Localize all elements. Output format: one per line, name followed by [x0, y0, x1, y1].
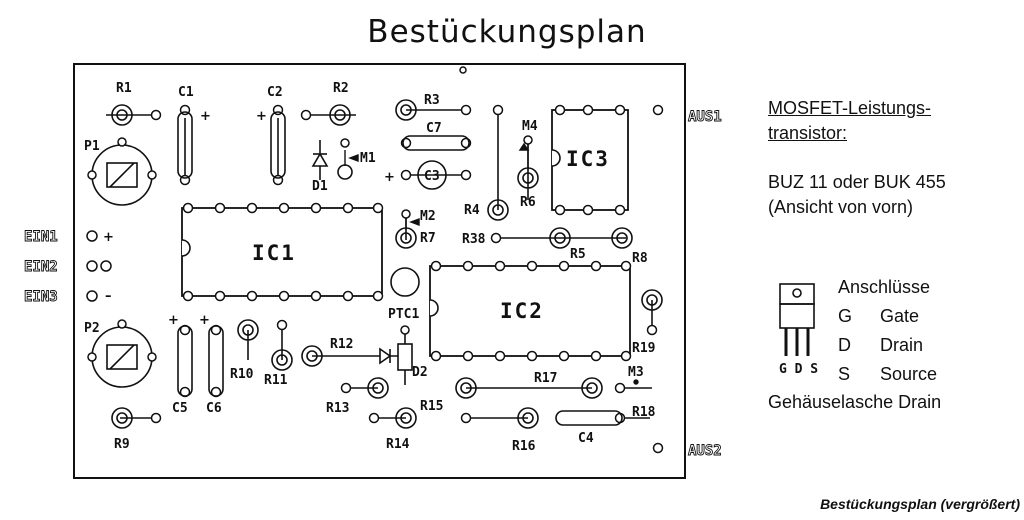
- label-m2: M2: [420, 209, 436, 224]
- label-c4: C4: [578, 431, 594, 446]
- svg-text:+: +: [168, 313, 179, 328]
- label-r11: R11: [264, 373, 288, 388]
- label-m3: M3: [628, 365, 644, 380]
- pads: [86, 66, 664, 454]
- label-m4: M4: [522, 119, 538, 134]
- label-c2: C2: [267, 85, 283, 100]
- label-r3: R3: [424, 93, 440, 108]
- terminals-heading: Anschlüsse: [838, 277, 931, 297]
- ic1-chip: [181, 202, 384, 302]
- svg-text:+: +: [103, 230, 114, 245]
- board-outline: [73, 63, 686, 479]
- label-r7: R7: [420, 231, 436, 246]
- label-r1: R1: [116, 81, 132, 96]
- label-r19: R19: [632, 341, 655, 356]
- terminal-list: Anschlüsse G Gate D Drain S Source: [838, 277, 937, 393]
- label-aus2: AUS2: [688, 443, 722, 459]
- terminal-key: G: [838, 306, 853, 326]
- housing-note: Gehäuselasche Drain: [768, 392, 942, 412]
- label-m1: M1: [360, 151, 376, 166]
- label-aus1: AUS1: [688, 109, 722, 125]
- ic2-chip: [429, 260, 632, 362]
- label-ein3: EIN3: [24, 289, 58, 305]
- terminal-name: Gate: [880, 306, 920, 326]
- label-c6: C6: [206, 401, 222, 416]
- terminal-name: Source: [880, 364, 938, 384]
- svg-text:+: +: [256, 109, 267, 124]
- mosfet-legend: MOSFET-Leistungs- transistor: BUZ 11 ode…: [768, 96, 1018, 220]
- label-r15: R15: [420, 399, 443, 414]
- label-r13: R13: [326, 401, 349, 416]
- terminal-row: D Drain: [838, 335, 937, 364]
- label-r16: R16: [512, 439, 536, 454]
- label-r4: R4: [464, 203, 480, 218]
- label-d1: D1: [312, 179, 328, 194]
- label-c5: C5: [172, 401, 188, 416]
- label-r10: R10: [230, 367, 254, 382]
- svg-text:+: +: [199, 313, 210, 328]
- label-ptc1: PTC1: [388, 307, 419, 322]
- label-r12: R12: [330, 337, 353, 352]
- label-ic1: IC1: [252, 241, 296, 265]
- label-d2: D2: [412, 365, 428, 380]
- terminal-name: Drain: [880, 335, 924, 355]
- label-c3: C3: [424, 169, 440, 184]
- label-ic3: IC3: [566, 147, 610, 171]
- svg-text:+: +: [384, 170, 395, 185]
- terminal-row: S Source: [838, 364, 937, 393]
- label-c1: C1: [178, 85, 194, 100]
- label-r38: R38: [462, 232, 486, 247]
- label-c7: C7: [426, 121, 442, 136]
- mosfet-package-icon: [779, 283, 815, 356]
- figure-caption: Bestückungsplan (vergrößert): [820, 496, 1020, 512]
- label-r14: R14: [386, 437, 410, 452]
- terminal-row: G Gate: [838, 306, 937, 335]
- diodes: [311, 140, 413, 371]
- measure-points: [344, 142, 639, 385]
- label-p2: P2: [84, 321, 100, 336]
- ic3-chip: [551, 104, 629, 216]
- mosfet-pin-labels: G D S: [779, 362, 818, 377]
- legend-types: BUZ 11 oder BUK 455: [768, 172, 946, 192]
- label-r5: R5: [570, 247, 586, 262]
- legend-view: (Ansicht von vorn): [768, 197, 914, 217]
- label-ein2: EIN2: [24, 259, 58, 275]
- capacitors: [177, 111, 623, 426]
- label-r6: R6: [520, 195, 536, 210]
- diagram-title: Bestückungsplan: [367, 14, 647, 50]
- label-p1: P1: [84, 139, 100, 154]
- label-r18: R18: [632, 405, 656, 420]
- label-ein1: EIN1: [24, 229, 58, 245]
- polarity-marks: + + + + + + –: [103, 109, 395, 328]
- label-r9: R9: [114, 437, 130, 452]
- label-r8: R8: [632, 251, 648, 266]
- legend-heading-line2: transistor:: [768, 123, 848, 143]
- label-r17: R17: [534, 371, 557, 386]
- terminal-key: S: [838, 364, 851, 384]
- terminal-key: D: [838, 335, 851, 355]
- label-ic2: IC2: [500, 299, 544, 323]
- svg-text:–: –: [105, 289, 112, 304]
- ring-pads: [111, 99, 663, 429]
- label-r2: R2: [333, 81, 349, 96]
- legend-heading-line1: MOSFET-Leistungs-: [768, 98, 932, 118]
- svg-text:+: +: [200, 109, 211, 124]
